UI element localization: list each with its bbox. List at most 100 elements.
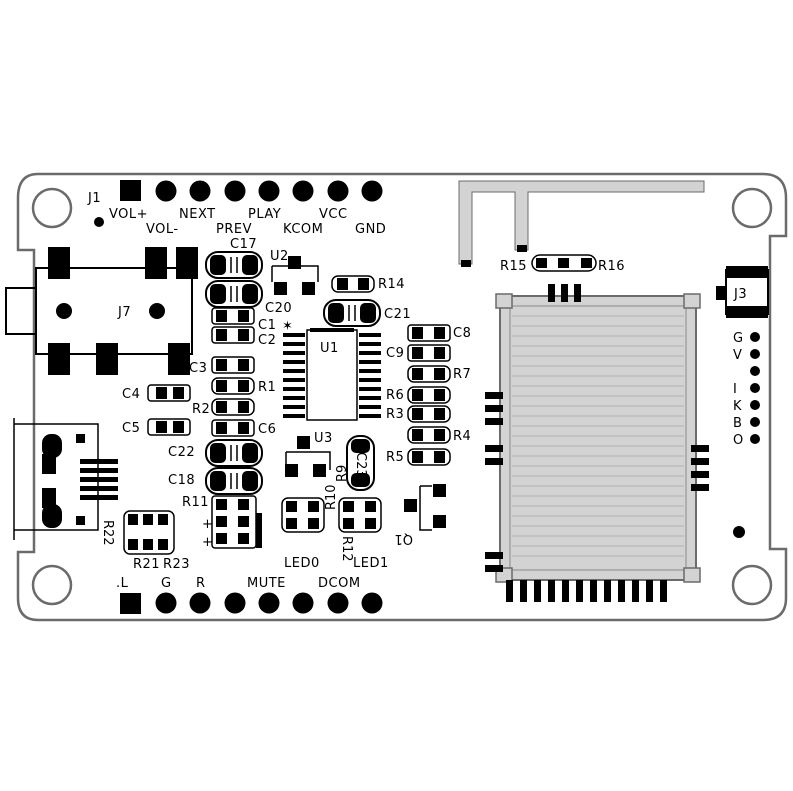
r10-pad-2 <box>308 501 319 512</box>
r11-bar <box>256 513 262 548</box>
c4-pad-1 <box>156 387 167 399</box>
j7-pad-5 <box>96 343 118 375</box>
j1-pad-square <box>120 180 141 201</box>
plus-sign-2: + <box>202 535 213 550</box>
label-g: G <box>161 576 172 591</box>
j7-jack-body <box>35 267 193 355</box>
r14-pad-2 <box>358 278 369 290</box>
r12-pad-2 <box>365 501 376 512</box>
j3-pin-label-i: I <box>733 382 737 397</box>
r1-label: R1 <box>258 380 276 395</box>
r5-label: R5 <box>386 450 404 465</box>
j7-label: J7 <box>117 305 131 320</box>
u2-outline <box>271 265 319 282</box>
c17-pad-2 <box>242 255 258 275</box>
c21-label: C21 <box>384 307 411 322</box>
c9-label: C9 <box>386 346 404 361</box>
c2-label: C2 <box>258 333 276 348</box>
r12-pad-3 <box>343 518 354 529</box>
j7-pad-1 <box>48 247 70 279</box>
r12-pad-4 <box>365 518 376 529</box>
j7-pad-3 <box>176 247 198 279</box>
c17-label: C17 <box>230 237 257 252</box>
j3-pin-label-v: V <box>733 348 742 363</box>
j7-pad-4 <box>48 343 70 375</box>
label-r: R <box>196 576 206 591</box>
u3-pad-left <box>285 464 298 477</box>
mounting-hole-top-left <box>31 187 73 229</box>
j1-designator: J1 <box>87 191 101 206</box>
c23-pad-1 <box>351 439 370 453</box>
c18-label: C18 <box>168 473 195 488</box>
j1-label-kcom: KCOM <box>283 222 323 237</box>
j1-label-prev: PREV <box>216 222 252 237</box>
c22-pad-2 <box>242 443 258 463</box>
c23-pad-2 <box>351 473 370 487</box>
left-passive-column <box>211 307 255 437</box>
u1-label: U1 <box>320 341 339 356</box>
q1-pad-1 <box>404 499 417 512</box>
r12-label: R12 <box>339 536 354 562</box>
r22-label: R22 <box>100 520 115 546</box>
q1-label: Q1 <box>394 531 413 546</box>
r10-pad-4 <box>308 518 319 529</box>
c20-label: C20 <box>265 301 292 316</box>
mounting-hole-bottom-right <box>731 564 773 606</box>
c21-pad-2 <box>360 303 376 323</box>
r4-label: R4 <box>453 429 471 444</box>
c5-pad-1 <box>156 421 167 433</box>
u1-pin1-star: ✶ <box>282 319 293 334</box>
u2-label: U2 <box>270 249 289 264</box>
r10-pad-3 <box>286 518 297 529</box>
usb-shell-pad-2 <box>42 504 62 528</box>
u1-left-pins <box>283 333 305 418</box>
q1-pad-3 <box>433 515 446 528</box>
j1-label-next: NEXT <box>179 207 216 222</box>
j1-label-vol-plus: VOL+ <box>109 207 148 222</box>
r14-label: R14 <box>378 277 405 292</box>
r12-pad-1 <box>343 501 354 512</box>
label-led0: LED0 <box>284 556 320 571</box>
module-left-pads <box>485 392 503 572</box>
c18-pad-2 <box>242 471 258 491</box>
label-dcom: DCOM <box>318 576 361 591</box>
r9-label: R9 <box>335 465 350 482</box>
u3-pad-top <box>297 436 310 449</box>
j1-label-vol-minus: VOL- <box>146 222 179 237</box>
bottom-header-pad-square <box>120 593 141 614</box>
r11-pads <box>216 499 249 544</box>
r11-label: R11 <box>182 495 209 510</box>
c22-pad-1 <box>210 443 226 463</box>
u1-top-bar <box>310 328 354 332</box>
u2-pad-left <box>274 282 287 295</box>
r16-label: R16 <box>598 259 625 274</box>
j1-label-vcc: VCC <box>319 207 348 222</box>
c5-label: C5 <box>122 421 140 436</box>
u3-label: U3 <box>314 431 333 446</box>
j7-mount-hole-2 <box>149 303 165 319</box>
r6-label: R6 <box>386 388 404 403</box>
right-passive-column <box>407 324 451 466</box>
u1-right-pins <box>359 333 381 418</box>
j7-pad-2 <box>145 247 167 279</box>
module-right-pads <box>691 445 709 491</box>
j3-pin-label-g: G <box>733 331 744 346</box>
usb-shell-pad-1 <box>42 434 62 458</box>
j3-pin-label-k: K <box>733 399 742 414</box>
r3-label: R3 <box>386 407 404 422</box>
plus-sign-1: + <box>202 517 213 532</box>
c4-pad-2 <box>173 387 184 399</box>
fiducial <box>733 526 745 538</box>
antenna-feed-pad-2 <box>517 245 527 252</box>
u3-pad-right <box>313 464 326 477</box>
c5-pad-2 <box>173 421 184 433</box>
usb-tab-1 <box>76 434 85 443</box>
j7-pad-6 <box>168 343 190 375</box>
r15-pad-1 <box>536 258 547 268</box>
j3-pin-label-b: B <box>733 416 742 431</box>
r7-label: R7 <box>453 367 471 382</box>
j3-label: J3 <box>733 287 747 302</box>
j1-label-play: PLAY <box>248 207 281 222</box>
r14-pad-1 <box>337 278 348 290</box>
r10-label: R10 <box>324 484 339 510</box>
